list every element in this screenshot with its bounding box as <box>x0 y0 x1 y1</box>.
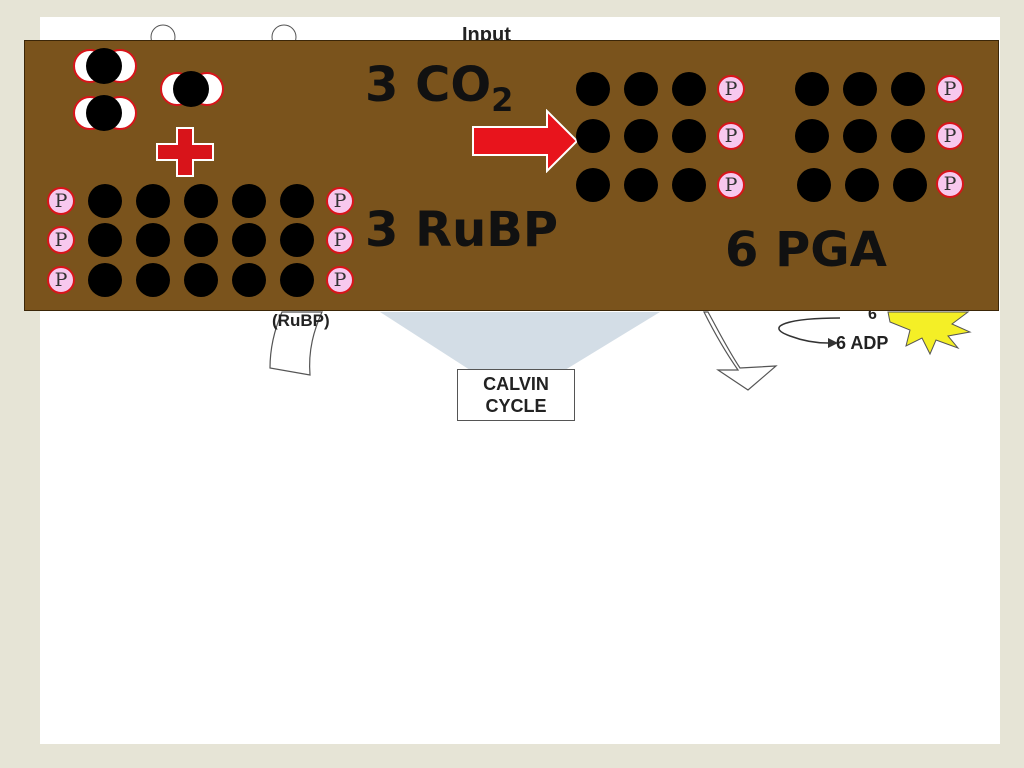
carbon-atom <box>280 184 314 218</box>
calvin-cycle-line2: CYCLE <box>485 396 547 416</box>
co2-molecule-icon <box>73 48 137 84</box>
calvin-cycle-box: CALVIN CYCLE <box>457 369 575 421</box>
carbon-atom <box>576 168 610 202</box>
carbon-atom <box>576 72 610 106</box>
co2-label-main: 3 CO <box>365 57 492 113</box>
adp-label: 6 ADP <box>836 333 889 353</box>
phosphate-icon: P <box>326 187 354 215</box>
phosphate-icon: P <box>47 266 75 294</box>
carbon-atom <box>184 184 218 218</box>
carbon-atom <box>797 168 831 202</box>
carbon-atom <box>184 263 218 297</box>
carbon-atom <box>88 184 122 218</box>
phosphate-icon: P <box>717 171 745 199</box>
co2-label-subscript: 2 <box>491 81 514 119</box>
carbon-atom <box>576 119 610 153</box>
carbon-atom <box>624 119 658 153</box>
carbon-atom <box>88 263 122 297</box>
red-plus-icon <box>156 127 214 177</box>
carbon-atom <box>893 168 927 202</box>
left-cycle-arrow <box>269 311 323 376</box>
carbon-atom <box>136 263 170 297</box>
red-right-arrow-icon <box>472 109 579 173</box>
carbon-atom <box>624 72 658 106</box>
phosphate-icon: P <box>936 75 964 103</box>
rubp-small-label: (RuBP) <box>272 311 330 330</box>
carbon-atom <box>672 168 706 202</box>
carbon-atom <box>845 168 879 202</box>
co2-label: 3 CO2 <box>365 61 513 116</box>
carbon-atom <box>232 263 266 297</box>
phosphate-icon: P <box>717 122 745 150</box>
carbon-atom <box>280 263 314 297</box>
carbon-atom <box>843 119 877 153</box>
phosphate-icon: P <box>936 170 964 198</box>
carbon-atom <box>795 72 829 106</box>
carbon-atom <box>88 223 122 257</box>
phosphate-icon: P <box>47 187 75 215</box>
pga-label: 6 PGA <box>725 222 887 278</box>
phosphate-icon: P <box>47 226 75 254</box>
right-cycle-arrow <box>703 311 778 391</box>
calvin-cycle-line1: CALVIN <box>483 374 549 394</box>
carbon-atom <box>843 72 877 106</box>
atp-star-icon <box>887 311 972 356</box>
carbon-atom <box>280 223 314 257</box>
atp-count: 6 <box>868 306 877 323</box>
carbon-atom <box>624 168 658 202</box>
rubp-label: 3 RuBP <box>365 202 559 258</box>
carbon-atom <box>136 184 170 218</box>
carbon-atom <box>672 119 706 153</box>
equation-overlay-panel: 3 CO2 3 RuBP 6 PGA P P P P P P P <box>24 40 999 311</box>
phosphate-icon: P <box>326 226 354 254</box>
adp-arrowhead <box>828 338 838 348</box>
carbon-atom <box>232 184 266 218</box>
phosphate-icon: P <box>717 75 745 103</box>
carbon-atom <box>672 72 706 106</box>
carbon-atom <box>232 223 266 257</box>
carbon-atom <box>136 223 170 257</box>
cycle-triangle <box>380 312 660 370</box>
co2-molecule-icon <box>73 95 137 131</box>
carbon-atom <box>891 72 925 106</box>
phosphate-icon: P <box>326 266 354 294</box>
carbon-atom <box>184 223 218 257</box>
carbon-atom <box>891 119 925 153</box>
adp-loop-arrow <box>778 317 841 344</box>
co2-molecule-icon <box>160 71 224 107</box>
phosphate-icon: P <box>936 122 964 150</box>
carbon-atom <box>795 119 829 153</box>
